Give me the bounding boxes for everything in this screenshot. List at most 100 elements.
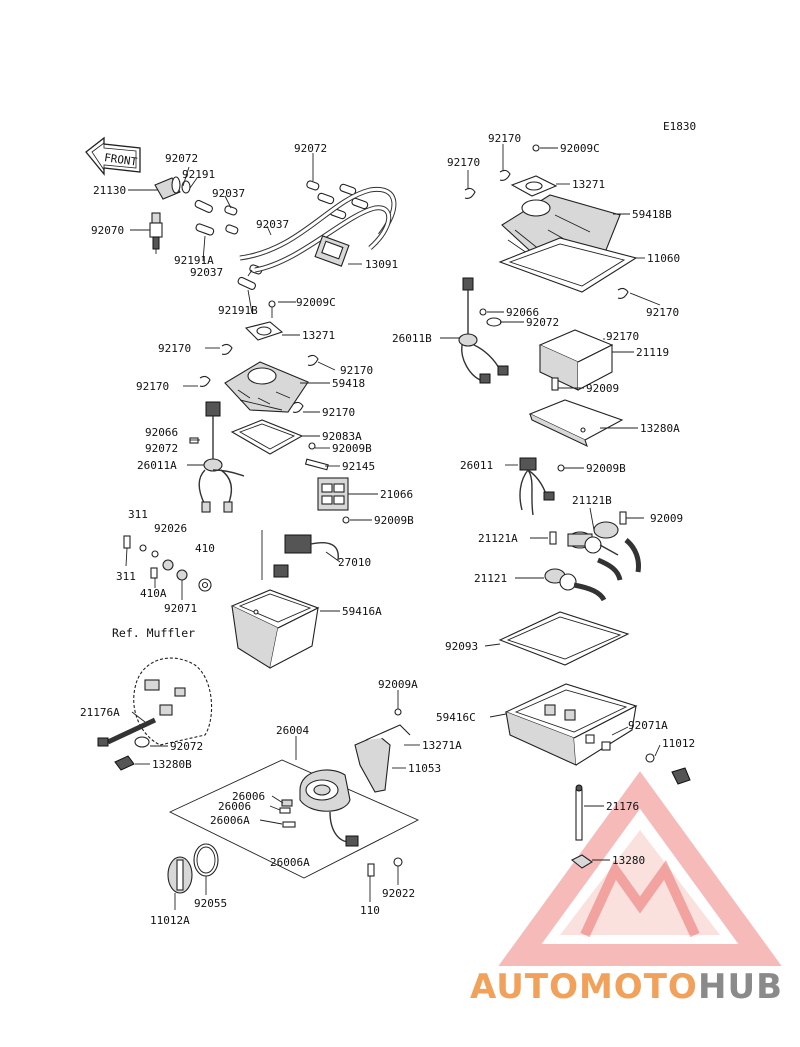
label-92066: 92066	[145, 426, 178, 439]
label-59416c: 59416C	[436, 711, 476, 724]
pickup-assembly	[168, 724, 420, 879]
label-13280: 13280	[612, 854, 645, 867]
spark-plug	[149, 212, 163, 254]
watermark-text-part2: HUB	[698, 967, 783, 1007]
label-92009a: 92009A	[378, 678, 418, 691]
regulator	[317, 477, 349, 511]
label-21066: 21066	[380, 488, 413, 501]
bolt-92145	[304, 458, 329, 471]
watermark-text-part1: AUTOMOTO	[470, 967, 698, 1007]
watermark-text: AUTOMOTO HUB	[470, 967, 783, 1007]
label-92055: 92055	[194, 897, 227, 910]
label-26011: 26011	[460, 459, 493, 472]
label-26006a: 26006A	[210, 814, 250, 827]
gasket-11060	[498, 237, 638, 293]
label-13271: 13271	[572, 178, 605, 191]
label-26006: 26006	[232, 790, 265, 803]
hose-assembly	[239, 186, 397, 273]
label-26006: 26006	[218, 800, 251, 813]
label-13271a: 13271A	[422, 739, 462, 752]
upper-right-clamps	[464, 169, 629, 299]
label-92022: 92022	[382, 887, 415, 900]
ignition-coils	[544, 521, 641, 602]
label-92026: 92026	[154, 522, 187, 535]
gasket-92093	[498, 611, 630, 666]
label-92072: 92072	[294, 142, 327, 155]
harness-26011a	[189, 401, 245, 513]
label-92071a: 92071A	[628, 719, 668, 732]
label-11012a: 11012A	[150, 914, 190, 927]
label-21121a: 21121A	[478, 532, 518, 545]
label-92009: 92009	[650, 512, 683, 525]
label-92037: 92037	[190, 266, 223, 279]
label-92093: 92093	[445, 640, 478, 653]
label-92191b: 92191B	[218, 304, 258, 317]
label-21176: 21176	[606, 800, 639, 813]
label-26006a: 26006A	[270, 856, 310, 869]
label-92170: 92170	[646, 306, 679, 319]
label-11053: 11053	[408, 762, 441, 775]
label-92145: 92145	[342, 460, 375, 473]
label-21130: 21130	[93, 184, 126, 197]
screw	[268, 300, 276, 318]
label-26011a: 26011A	[137, 459, 177, 472]
label-311: 311	[128, 508, 148, 521]
label-26004: 26004	[276, 724, 309, 737]
sensor-21176	[570, 784, 594, 869]
harness-26011b	[458, 277, 509, 384]
part-labels: 92072 92191 21130 92037 92070 92037 9219…	[80, 132, 695, 927]
small-hardware	[123, 535, 212, 592]
label-92170: 92170	[340, 364, 373, 377]
label-21121b: 21121B	[572, 494, 612, 507]
label-92066: 92066	[506, 306, 539, 319]
label-92170: 92170	[136, 380, 169, 393]
label-92072: 92072	[165, 152, 198, 165]
label-59416a: 59416A	[342, 605, 382, 618]
gasket-92083a	[230, 419, 304, 455]
harness-26011	[519, 457, 555, 516]
gasket-13271-right	[510, 175, 558, 197]
watermark-logo	[498, 771, 782, 966]
label-92037: 92037	[256, 218, 289, 231]
label-13280a: 13280A	[640, 422, 680, 435]
label-92071: 92071	[164, 602, 197, 615]
label-92009b: 92009B	[374, 514, 414, 527]
label-410: 410	[195, 542, 215, 555]
box-59416c	[504, 683, 638, 766]
label-13271: 13271	[302, 329, 335, 342]
label-92170: 92170	[322, 406, 355, 419]
muffler-ref	[133, 657, 213, 746]
label-92072: 92072	[145, 442, 178, 455]
tube-set	[194, 199, 263, 290]
label-11060: 11060	[647, 252, 680, 265]
label-110: 110	[360, 904, 380, 917]
cap-and-oring	[167, 843, 219, 894]
label-11012: 11012	[662, 737, 695, 750]
label-92037: 92037	[212, 187, 245, 200]
label-92191a: 92191A	[174, 254, 214, 267]
box-59416a	[230, 589, 320, 669]
cdi-unit	[538, 329, 614, 391]
label-92170: 92170	[158, 342, 191, 355]
label-13280b: 13280B	[152, 758, 192, 771]
label-13091: 13091	[365, 258, 398, 271]
ref-muffler-label: Ref. Muffler	[112, 626, 195, 640]
front-arrow-label: FRONT	[103, 151, 138, 169]
label-92083a: 92083A	[322, 430, 362, 443]
front-arrow-icon: FRONT	[85, 136, 141, 176]
label-92009: 92009	[586, 382, 619, 395]
label-92009b: 92009B	[332, 442, 372, 455]
label-92070: 92070	[91, 224, 124, 237]
label-26011b: 26011B	[392, 332, 432, 345]
diagram-code: E1830	[663, 120, 696, 133]
label-92170: 92170	[488, 132, 521, 145]
leader-lines	[125, 144, 661, 910]
label-59418: 59418	[332, 377, 365, 390]
label-410a: 410A	[140, 587, 167, 600]
sensor-21176a	[97, 717, 157, 771]
label-92009c: 92009C	[560, 142, 600, 155]
label-92009b: 92009B	[586, 462, 626, 475]
label-21176a: 21176A	[80, 706, 120, 719]
plate-13280a	[528, 399, 624, 448]
